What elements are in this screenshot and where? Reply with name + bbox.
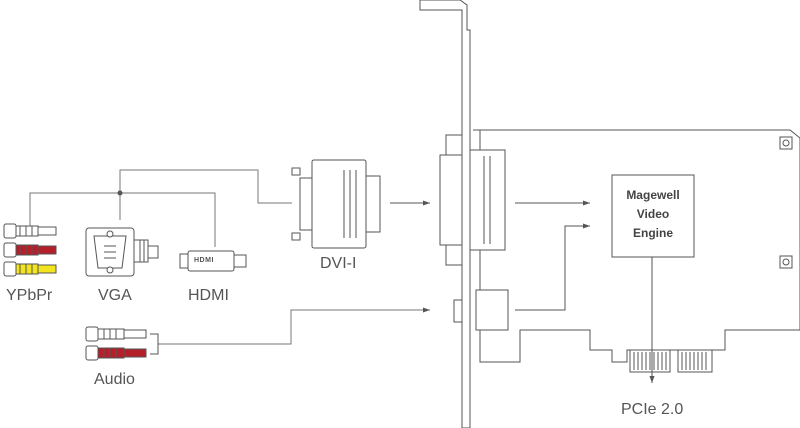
dvi-label: DVI-I — [320, 255, 357, 272]
rca-plug-yellow — [3, 261, 57, 277]
vga-connector — [85, 227, 159, 277]
dvi-connector — [291, 159, 381, 249]
vga-label: VGA — [98, 287, 132, 304]
rca-plug-red — [3, 242, 57, 258]
engine-line-2: Video — [636, 207, 670, 221]
video-engine-label: Magewell Video Engine — [612, 186, 694, 243]
hdmi-connector — [179, 250, 247, 272]
rca-plug-white — [3, 223, 57, 239]
hdmi-label: HDMI — [188, 287, 229, 304]
engine-line-3: Engine — [632, 226, 673, 240]
capture-card — [419, 0, 800, 428]
ypbpr-label: YPbPr — [6, 287, 53, 304]
ypbpr-connector — [3, 223, 57, 277]
audio-plug-white — [85, 326, 147, 342]
audio-path-arrow — [515, 223, 590, 311]
audio-connector — [85, 326, 147, 361]
audio-plug-red — [85, 345, 147, 361]
hdmi-logo-text: HDMI — [194, 257, 214, 264]
pcie-label: PCIe 2.0 — [621, 401, 684, 418]
audio-bracket — [150, 333, 159, 355]
junction-dot — [117, 190, 123, 196]
engine-line-1: Magewell — [626, 188, 680, 202]
audio-label: Audio — [94, 371, 135, 388]
video-engine-box — [611, 174, 695, 258]
pcie-fingers-right — [677, 349, 713, 373]
input-wiring — [29, 169, 430, 345]
